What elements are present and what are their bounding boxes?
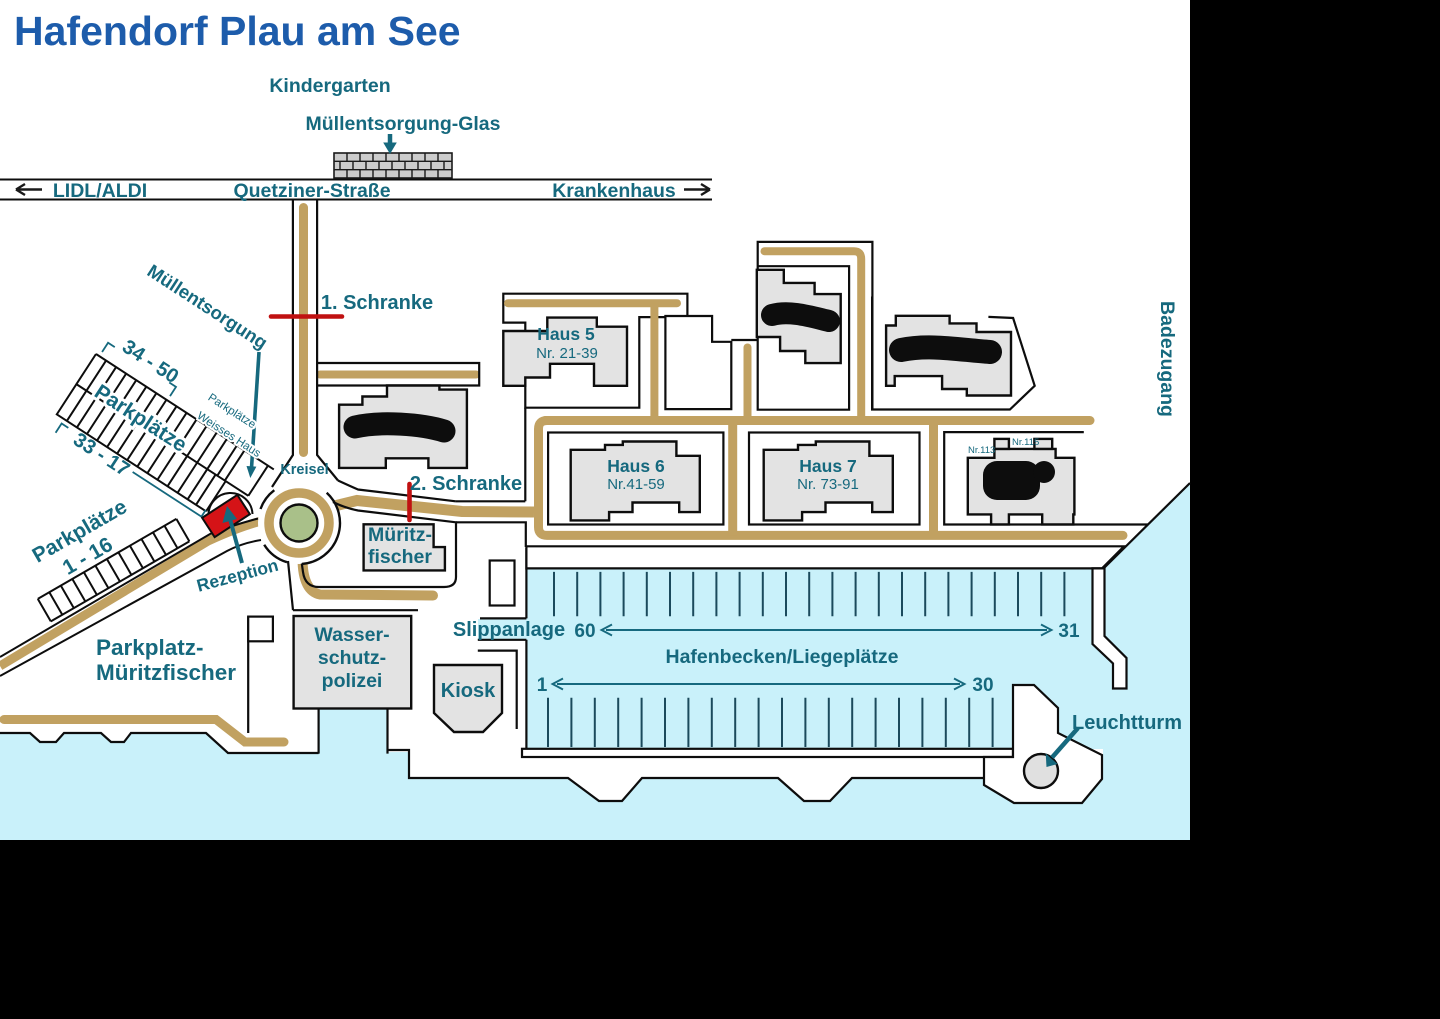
svg-text:Nr.113: Nr.113 [968, 445, 995, 456]
svg-text:fischer: fischer [368, 546, 432, 568]
svg-text:Hafenbecken/Liegeplätze: Hafenbecken/Liegeplätze [666, 646, 899, 668]
svg-text:Parkplatz-: Parkplatz- [96, 635, 204, 660]
svg-text:Kreisel: Kreisel [280, 462, 328, 478]
svg-text:Wasser-: Wasser- [314, 624, 389, 646]
svg-text:Quetziner-Straße: Quetziner-Straße [233, 180, 390, 202]
svg-text:1. Schranke: 1. Schranke [321, 292, 433, 314]
svg-text:Badezugang: Badezugang [1156, 301, 1178, 417]
svg-text:Haus 6: Haus 6 [607, 456, 665, 476]
svg-text:Nr. 73-91: Nr. 73-91 [797, 476, 859, 493]
svg-text:Kiosk: Kiosk [441, 680, 496, 702]
svg-text:30: 30 [972, 675, 993, 696]
svg-text:Müllentsorgung-Glas: Müllentsorgung-Glas [306, 113, 501, 135]
svg-text:schutz-: schutz- [318, 647, 386, 669]
svg-text:Slippanlage: Slippanlage [453, 619, 565, 641]
svg-text:Leuchtturm: Leuchtturm [1072, 712, 1182, 734]
svg-text:Nr.115: Nr.115 [1012, 437, 1039, 448]
svg-text:polizei: polizei [322, 670, 383, 692]
svg-text:Haus 5: Haus 5 [537, 324, 595, 344]
svg-text:60: 60 [574, 621, 595, 642]
svg-text:Nr.41-59: Nr.41-59 [607, 476, 665, 493]
svg-text:2. Schranke: 2. Schranke [410, 473, 522, 495]
svg-text:Hafendorf Plau am See: Hafendorf Plau am See [14, 8, 461, 54]
svg-text:31: 31 [1058, 621, 1080, 642]
svg-text:​Nr. 21-39: ​Nr. 21-39 [536, 345, 598, 362]
svg-text:Müritz-: Müritz- [368, 524, 432, 546]
svg-text:1: 1 [537, 675, 548, 696]
svg-text:LIDL/ALDI: LIDL/ALDI [53, 180, 147, 202]
svg-text:Krankenhaus: Krankenhaus [552, 180, 676, 202]
svg-text:Haus 7: Haus 7 [799, 456, 856, 476]
svg-text:Müritzfischer: Müritzfischer [96, 660, 236, 685]
svg-text:Kindergarten: Kindergarten [269, 75, 390, 97]
